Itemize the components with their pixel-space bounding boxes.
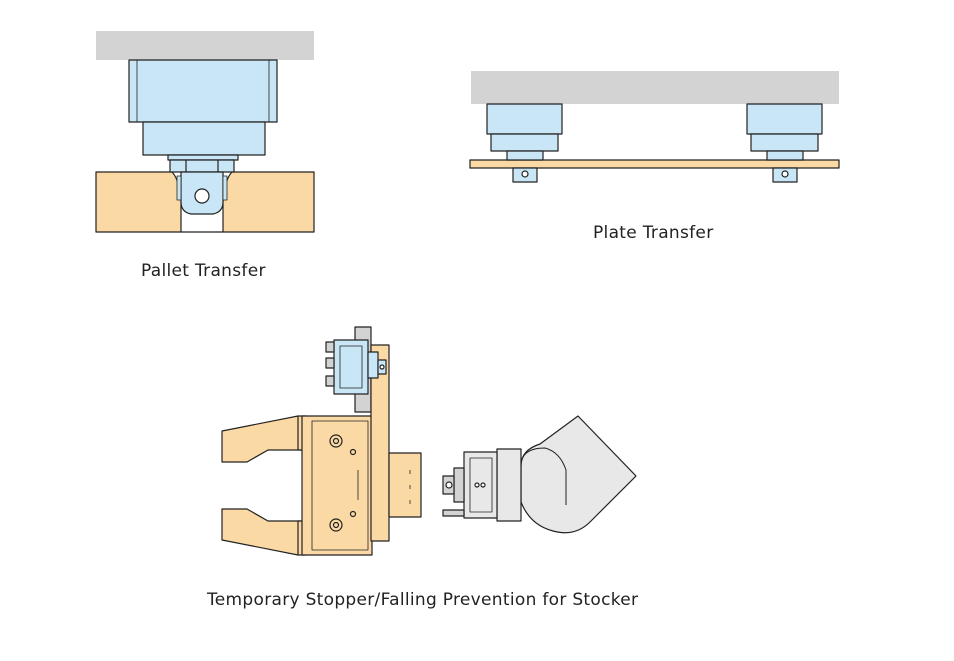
plate-clamp-right [746, 103, 823, 183]
plate-transfer-illustration [469, 71, 840, 183]
pallet [95, 171, 315, 233]
gripper-finger-lower [221, 508, 305, 556]
work-plate [469, 159, 840, 169]
stocker-illustration [221, 326, 637, 556]
gripper-finger-upper [221, 415, 305, 463]
gripper-body [297, 415, 373, 556]
pallet-transfer-illustration [95, 31, 315, 233]
machine-plate [96, 31, 314, 60]
caption-plate-transfer: Plate Transfer [593, 223, 714, 243]
robot-plate [471, 71, 839, 104]
clamp-cylinder [128, 59, 278, 215]
caption-pallet-transfer: Pallet Transfer [141, 261, 266, 281]
caption-stocker: Temporary Stopper/Falling Prevention for… [207, 590, 639, 610]
plate-clamp-left [486, 103, 563, 183]
receiver-arm [442, 415, 637, 534]
stopper-cylinder [325, 339, 387, 395]
